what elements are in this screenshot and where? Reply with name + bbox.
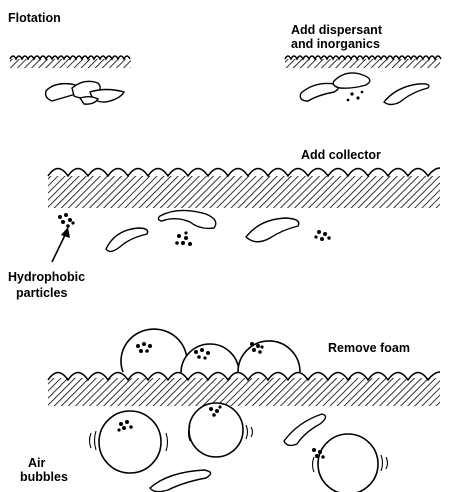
dispersed-particles	[300, 73, 429, 105]
add-dispersant-label: Add dispersant	[291, 24, 382, 37]
liquid-surface-waves	[48, 168, 440, 176]
flotation-label: Flotation	[8, 12, 61, 25]
hydrophobic-label: Hydrophobic	[8, 271, 85, 284]
foam-bubble	[121, 329, 187, 372]
ink-particle	[384, 84, 429, 105]
foam-bubble	[238, 341, 300, 372]
stage-flotation	[10, 56, 131, 104]
bubbles-label: bubbles	[20, 471, 68, 484]
particles	[106, 210, 299, 251]
ink-particle	[106, 228, 148, 251]
ink-particle	[300, 83, 338, 101]
hatched-liquid	[48, 378, 440, 406]
particles-label: particles	[16, 287, 67, 300]
inorganic-dots	[347, 91, 364, 102]
ink-particle	[333, 73, 370, 88]
liquid-surface-waves	[285, 56, 441, 59]
add-collector-label: Add collector	[301, 149, 381, 162]
ink-particle	[80, 97, 98, 104]
foam-bubble	[181, 344, 239, 373]
ink-particle	[150, 470, 211, 492]
ink-particle	[284, 414, 326, 445]
inorganics-label: and inorganics	[291, 38, 380, 51]
air-label: Air	[28, 457, 45, 470]
air-bubble	[99, 411, 161, 473]
stage-collector	[48, 168, 440, 262]
hatched-liquid	[285, 59, 440, 68]
ink-particle	[246, 218, 299, 242]
pointer-arrow	[52, 227, 70, 262]
stage-dispersant	[285, 56, 441, 105]
ink-particle	[158, 210, 215, 228]
particle-cluster	[46, 81, 124, 104]
hatched-liquid	[48, 176, 440, 208]
air-bubbles-group	[90, 403, 388, 492]
air-bubbles	[99, 403, 378, 492]
air-bubble	[318, 434, 378, 492]
remove-foam-label: Remove foam	[328, 342, 410, 355]
liquid-surface-waves	[10, 56, 130, 59]
